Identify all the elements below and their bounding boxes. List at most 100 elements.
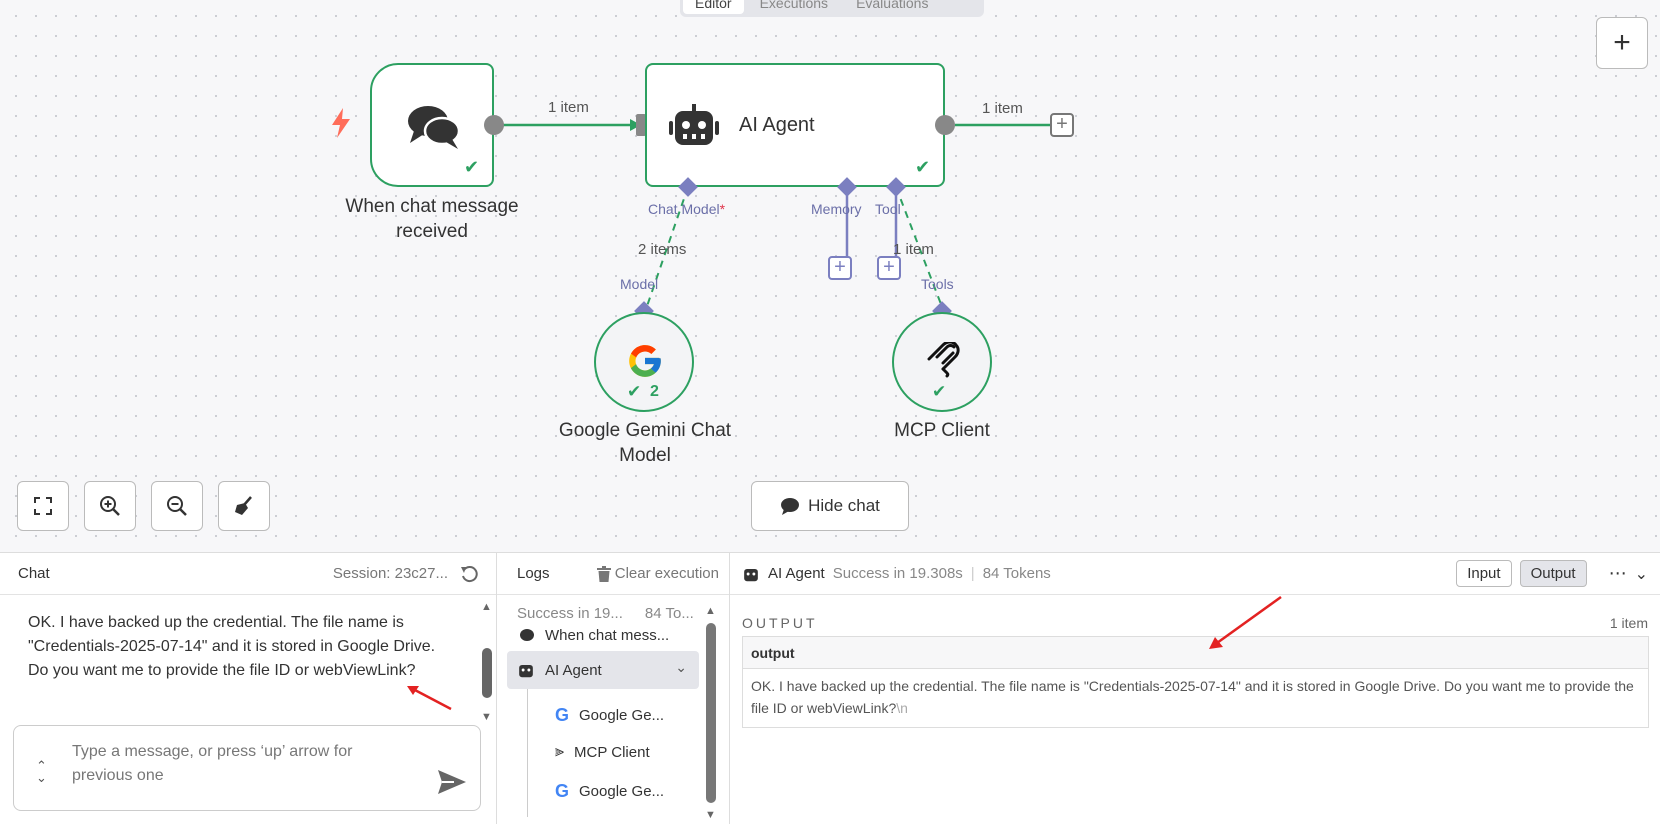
edge-label-agent-out: 1 item xyxy=(982,100,1023,117)
log-item-ai-agent[interactable]: AI Agent ⌄ xyxy=(507,651,699,689)
chat-message-bot: OK. I have backed up the credential. The… xyxy=(28,614,436,679)
trash-icon xyxy=(596,565,611,582)
add-node-button[interactable]: + xyxy=(1596,17,1648,69)
run-count: 2 xyxy=(650,383,659,400)
output-meta: AI Agent Success in 19.308s | 84 Tokens xyxy=(742,565,1051,582)
mcp-icon: ⫸ xyxy=(555,743,565,760)
tab-editor[interactable]: Editor xyxy=(683,0,744,14)
log-item-gemini-1[interactable]: G Google Ge... xyxy=(555,705,664,726)
node-chat-trigger[interactable]: ✔ xyxy=(370,63,494,187)
agent-input-port[interactable] xyxy=(636,114,646,136)
output-status: Success in 19.308s xyxy=(832,565,963,582)
tab-executions[interactable]: Executions xyxy=(759,0,829,11)
chevron-down-icon[interactable]: ⌄ xyxy=(675,659,687,675)
zoom-out-button[interactable] xyxy=(151,481,203,531)
fullscreen-icon xyxy=(34,497,52,515)
output-newline-marker: \n xyxy=(896,700,908,716)
fit-view-button[interactable] xyxy=(17,481,69,531)
scroll-down-arrow[interactable]: ▼ xyxy=(481,711,492,723)
collapse-panel-icon[interactable]: ⌄ xyxy=(1634,565,1648,583)
tidy-up-button[interactable] xyxy=(218,481,270,531)
log-item-label: When chat mess... xyxy=(545,628,670,642)
port-label-chat-model: Chat Model* xyxy=(648,201,726,217)
mcp-label: MCP Client xyxy=(894,420,990,441)
history-nav-icon[interactable]: ⌃⌄ xyxy=(36,758,47,785)
hide-chat-label: Hide chat xyxy=(808,496,880,515)
robot-icon xyxy=(519,664,533,678)
logs-scroll-down[interactable]: ▼ xyxy=(705,809,716,821)
top-tabs: Editor Executions Evaluations xyxy=(680,0,984,17)
chat-bubbles-icon xyxy=(520,629,534,641)
logs-panel: Logs Clear execution Success in 19... 84… xyxy=(497,553,730,824)
add-next-node-button[interactable]: + xyxy=(1050,113,1074,137)
node-google-gemini[interactable]: ✔ 2 xyxy=(594,312,694,412)
lightning-icon xyxy=(332,108,350,138)
success-check-icon: ✔ xyxy=(464,157,480,177)
chat-message-input[interactable] xyxy=(72,740,402,796)
logs-summary-status: Success in 19... xyxy=(517,605,623,622)
output-toggle-button[interactable]: Output xyxy=(1519,560,1587,587)
success-check-icon: ✔ xyxy=(932,382,947,401)
log-item-label: AI Agent xyxy=(545,661,602,679)
clear-execution-label: Clear execution xyxy=(614,565,719,582)
robot-icon xyxy=(669,104,719,145)
output-node-name: AI Agent xyxy=(768,565,825,582)
output-item-count: 1 item xyxy=(1609,615,1648,631)
trigger-output-port[interactable] xyxy=(484,115,504,135)
edges-layer xyxy=(497,119,1060,313)
agent-output-port[interactable] xyxy=(935,115,955,135)
chat-panel: Chat Session: 23c27... OK. I have backed… xyxy=(0,553,497,824)
google-icon xyxy=(629,345,661,377)
edge-arrowhead xyxy=(630,119,641,131)
broom-icon xyxy=(235,496,252,515)
log-item-trigger[interactable]: When chat mess... xyxy=(519,628,669,642)
zoom-in-button[interactable] xyxy=(84,481,136,531)
log-item-mcp[interactable]: ⫸ MCP Client xyxy=(555,743,650,761)
workflow-canvas[interactable]: Editor Executions Evaluations + ✔ When c… xyxy=(0,0,1660,552)
chat-bubble-icon xyxy=(781,498,800,515)
output-cell[interactable]: OK. I have backed up the credential. The… xyxy=(743,669,1648,727)
clear-execution-button[interactable]: Clear execution xyxy=(596,565,719,582)
tab-evaluations[interactable]: Evaluations xyxy=(856,0,929,11)
node-ai-agent[interactable]: AI Agent ✔ xyxy=(645,63,945,187)
zoom-in-icon xyxy=(100,496,120,516)
add-memory-button[interactable]: + xyxy=(828,256,852,280)
chat-scrollbar[interactable] xyxy=(482,648,492,698)
google-icon: G xyxy=(555,781,570,801)
more-options-icon[interactable]: ⋯ xyxy=(1608,563,1627,583)
edge-label-model: 2 items xyxy=(638,241,687,258)
log-item-label: Google Ge... xyxy=(579,707,665,724)
logs-summary-tokens: 84 To... xyxy=(644,605,694,622)
scroll-up-arrow[interactable]: ▲ xyxy=(481,601,492,613)
input-toggle-button[interactable]: Input xyxy=(1456,560,1512,587)
success-check-icon: ✔ xyxy=(627,382,642,401)
logs-scroll-up[interactable]: ▲ xyxy=(705,605,716,617)
output-panel: AI Agent Success in 19.308s | 84 Tokens … xyxy=(730,553,1660,824)
logs-header: Logs Clear execution xyxy=(497,553,729,595)
robot-icon xyxy=(744,568,758,581)
gemini-label: Google Gemini Chat Model xyxy=(558,420,732,466)
output-column-header: output xyxy=(743,637,1648,669)
send-icon[interactable] xyxy=(438,770,466,794)
zoom-out-icon xyxy=(167,496,187,516)
reset-session-icon[interactable] xyxy=(460,565,478,583)
log-item-label: Google Ge... xyxy=(579,783,665,800)
chat-header: Chat Session: 23c27... xyxy=(0,553,496,595)
output-section-title: OUTPUT xyxy=(742,615,818,631)
port-label-tool: Tool xyxy=(875,201,901,217)
port-label-tools: Tools xyxy=(921,276,954,292)
chat-input-box: ⌃⌄ xyxy=(13,725,481,811)
node-mcp-client[interactable]: ✔ xyxy=(892,312,992,412)
add-tool-button[interactable]: + xyxy=(877,256,901,280)
log-item-gemini-2[interactable]: G Google Ge... xyxy=(555,781,664,802)
annotation-arrow xyxy=(407,686,452,711)
agent-title: AI Agent xyxy=(739,113,815,136)
google-icon: G xyxy=(555,705,570,725)
output-tokens: 84 Tokens xyxy=(982,565,1051,582)
logs-scrollbar[interactable] xyxy=(706,623,716,803)
output-header: AI Agent Success in 19.308s | 84 Tokens … xyxy=(730,553,1660,595)
output-table: output OK. I have backed up the credenti… xyxy=(742,636,1649,728)
hide-chat-button[interactable]: Hide chat xyxy=(751,481,909,531)
edge-model-dashed xyxy=(644,186,689,313)
success-check-icon: ✔ xyxy=(915,157,931,177)
